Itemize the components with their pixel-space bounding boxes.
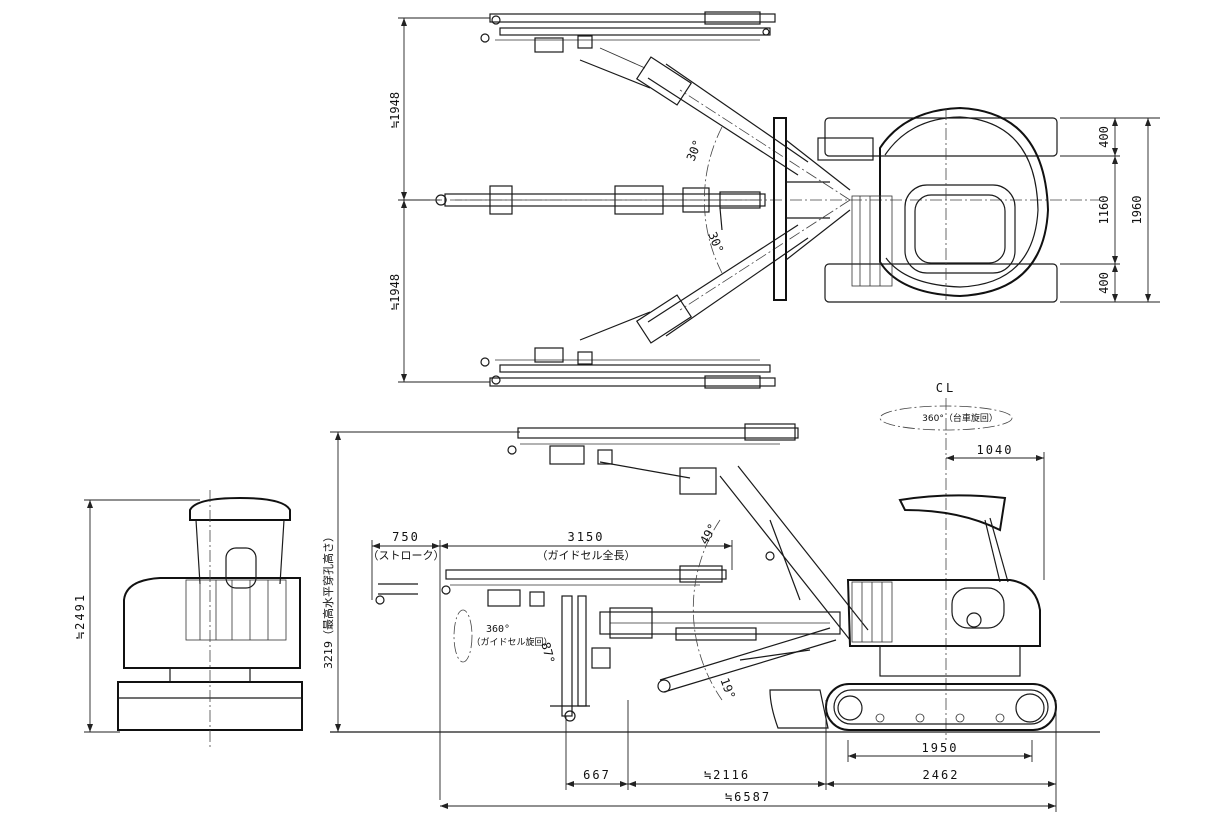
rear-height-dimension: ≒2491 — [73, 499, 200, 733]
side-stroke-dimension: 750 （ストローク） — [368, 530, 445, 800]
dim-tumbler: 1950 — [922, 741, 959, 755]
side-height-dimension: 3219（最高水平穿孔高さ） — [321, 431, 520, 732]
side-guide-rotation: 360° （ガイドセル旋回） — [453, 609, 553, 663]
dim-overall-length: ≒6587 — [725, 790, 771, 804]
guide-cell-label: （ガイドセル全長） — [537, 548, 636, 562]
plan-angle-lower: 30° — [705, 230, 726, 255]
dim-boom-reach: ≒2116 — [704, 768, 750, 782]
plan-dim-overall-width: 1960 — [1130, 196, 1144, 225]
plan-angle-upper: 30° — [684, 138, 705, 163]
plan-dim-lower-swing: ≒1948 — [388, 274, 402, 310]
dim-track-length: 2462 — [923, 768, 960, 782]
side-bottom-dimensions: 1950 667 ≒2116 2462 ≒6587 — [440, 700, 1057, 812]
plan-dim-track-bottom: 400 — [1097, 272, 1111, 294]
plan-guide-cell-upper — [480, 11, 776, 53]
side-view: CL 360°（台車旋回） 1040 3219（最高水平穿孔高さ） — [321, 381, 1100, 812]
plan-dim-track-top: 400 — [1097, 126, 1111, 148]
rear-view: ≒2491 — [73, 490, 303, 748]
side-tail-dimension: 1040 — [946, 443, 1045, 580]
plan-width-dimensions: 400 1160 400 1960 — [1060, 117, 1160, 303]
side-centerline: CL 360°（台車旋回） — [879, 381, 1013, 740]
side-guide-cell-dimension: 3150 （ガイドセル全長） — [440, 530, 733, 570]
swing-label: 360°（台車旋回） — [922, 412, 998, 424]
plan-guide-cell-center — [435, 185, 766, 231]
side-guide-cell-raised — [507, 423, 799, 479]
plan-view: ≒1948 ≒1948 — [388, 11, 1160, 389]
plan-dim-upper-swing: ≒1948 — [388, 92, 402, 128]
dim-tail: 1040 — [977, 443, 1014, 457]
dim-front: 667 — [583, 768, 611, 782]
dim-stroke: 750 — [392, 530, 420, 544]
dim-guide-cell: 3150 — [568, 530, 605, 544]
guide-rotation-value: 360° — [486, 624, 510, 635]
side-guide-cell-vertical: 87° — [538, 595, 611, 722]
angle-guide: 87° — [538, 641, 557, 666]
centerline-label: CL — [936, 381, 956, 395]
side-boom-lowered — [657, 627, 837, 693]
side-boom-raised — [679, 465, 869, 641]
plan-swing-dimension: ≒1948 ≒1948 — [388, 17, 490, 383]
plan-guide-cell-lower — [480, 347, 776, 389]
side-guide-cell-horizontal — [375, 565, 727, 607]
side-boom-angle: 49° 19° — [692, 519, 738, 701]
rear-dim-height: ≒2491 — [73, 593, 87, 639]
guide-rotation-label: （ガイドセル旋回） — [471, 636, 552, 648]
plan-base-machine — [773, 106, 1058, 303]
plan-dim-track-gauge: 1160 — [1097, 196, 1111, 225]
dim-height: 3219（最高水平穿孔高さ） — [321, 531, 335, 669]
side-base-machine — [769, 494, 1057, 731]
side-boom-horizontal — [599, 607, 841, 641]
angle-boom-down: 19° — [717, 676, 738, 701]
stroke-label: （ストローク） — [368, 549, 445, 562]
